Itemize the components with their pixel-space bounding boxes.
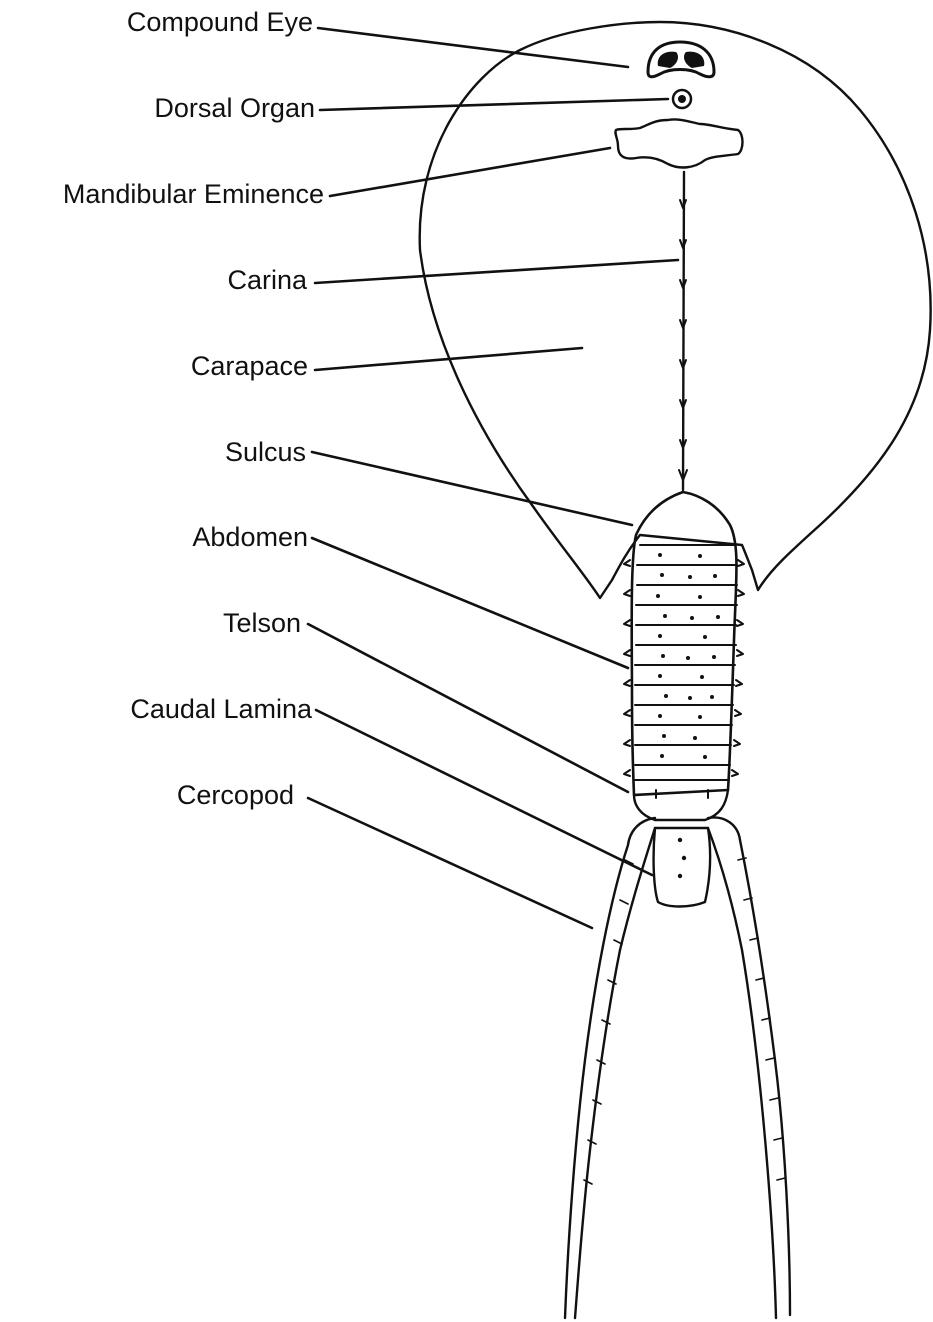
leader-line-mandibular-eminence [330,148,610,196]
cercopod-right [708,817,790,1318]
leader-line-abdomen [312,538,628,668]
label-telson: Telson [223,610,301,637]
cercopod-left [565,818,655,1318]
label-sulcus: Sulcus [225,439,306,466]
label-compound-eye: Compound Eye [127,9,313,36]
mandibular-eminence-shape [615,119,742,167]
leader-line-dorsal-organ [320,99,668,110]
leader-line-cercopod [308,798,592,928]
label-caudal-lamina: Caudal Lamina [130,696,312,723]
carina-line [679,172,687,490]
leader-line-caudal-lamina [316,710,652,875]
compound-eye-icon [648,42,714,77]
label-mandibular-eminence: Mandibular Eminence [63,181,324,208]
label-abdomen: Abdomen [192,524,308,551]
label-carapace: Carapace [191,353,308,380]
leader-line-carina [315,260,678,283]
label-carina: Carina [227,267,307,294]
carapace-shape [420,22,931,598]
label-cercopod: Cercopod [177,782,294,809]
leader-line-carapace [315,348,582,370]
leader-line-sulcus [312,452,632,525]
label-dorsal-organ: Dorsal Organ [154,95,315,122]
leader-line-compound-eye [318,28,628,67]
abdomen-shape [624,492,744,795]
